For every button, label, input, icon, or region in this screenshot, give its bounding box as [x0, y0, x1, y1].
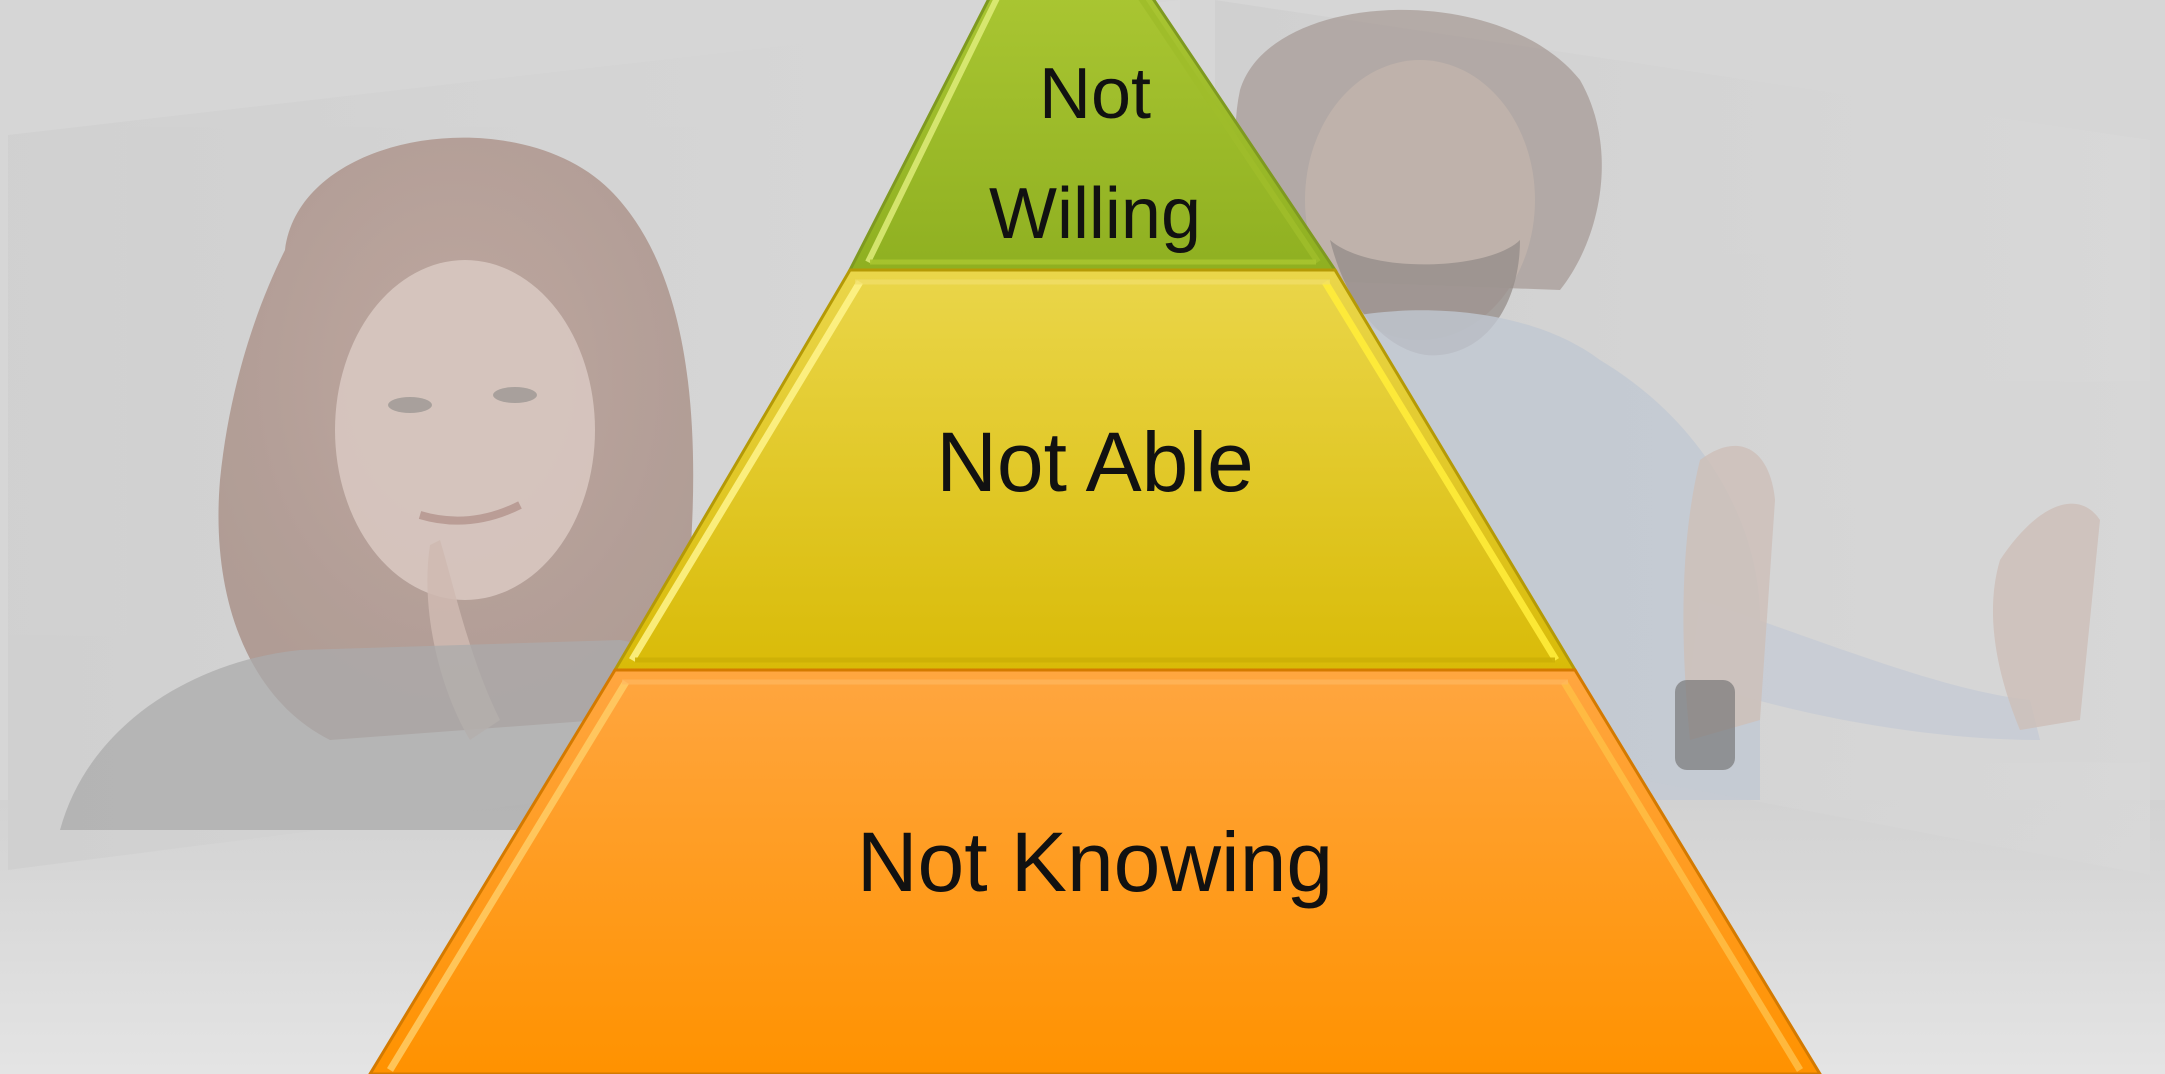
tier-label-not-able: Not Able — [936, 415, 1254, 509]
tier-label-not-willing: Not Willing — [945, 30, 1245, 270]
pyramid-tier-bottom — [368, 668, 1822, 1074]
tier-label-line-1: Not — [1038, 54, 1152, 134]
tier-label-line-2: Willing — [988, 174, 1202, 254]
man-photo — [1215, 0, 2150, 875]
tier-label-not-knowing: Not Knowing — [856, 815, 1334, 909]
pyramid-tier-top — [847, 0, 1338, 272]
